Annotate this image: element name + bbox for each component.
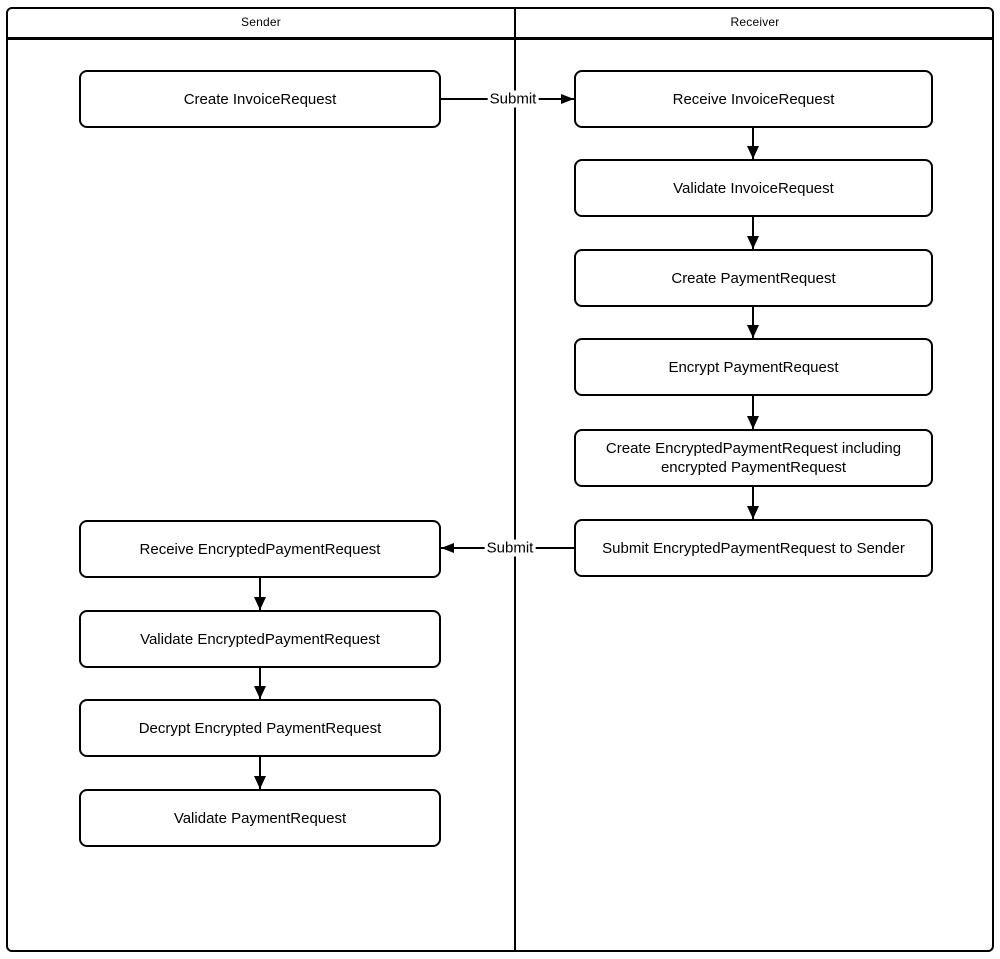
node-label: Validate EncryptedPaymentRequest — [140, 630, 380, 648]
node-receive-invoicerequest: Receive InvoiceRequest — [574, 70, 933, 128]
lane-divider — [514, 7, 516, 952]
node-submit-encryptedpaymentrequest: Submit EncryptedPaymentRequest to Sender — [574, 519, 933, 577]
lane-header-receiver: Receiver — [730, 15, 780, 29]
node-validate-encryptedpaymentrequest: Validate EncryptedPaymentRequest — [79, 610, 441, 668]
node-label: Receive EncryptedPaymentRequest — [139, 540, 381, 558]
node-label: Validate InvoiceRequest — [673, 179, 834, 197]
node-validate-paymentrequest: Validate PaymentRequest — [79, 789, 441, 847]
flow-arrow-create-payment-to-encrypt — [747, 307, 759, 338]
node-label: Create InvoiceRequest — [183, 90, 337, 108]
node-label: Decrypt Encrypted PaymentRequest — [138, 719, 382, 737]
flow-arrow-validate-invoice-to-create-payment — [747, 217, 759, 249]
node-receive-encryptedpaymentrequest: Receive EncryptedPaymentRequest — [79, 520, 441, 578]
node-label: Encrypt PaymentRequest — [668, 358, 839, 376]
node-create-invoicerequest: Create InvoiceRequest — [79, 70, 441, 128]
node-label: Create PaymentRequest — [671, 269, 836, 287]
node-label: Create EncryptedPaymentRequest including… — [605, 440, 902, 476]
node-validate-invoicerequest: Validate InvoiceRequest — [574, 159, 933, 217]
edge-label-submit-2: Submit — [484, 539, 536, 557]
node-label: Validate PaymentRequest — [173, 809, 347, 827]
flow-arrow-receive-to-validate-invoice — [747, 128, 759, 159]
flow-arrow-encrypt-to-create-encrypted — [747, 396, 759, 429]
node-encrypt-paymentrequest: Encrypt PaymentRequest — [574, 338, 933, 396]
lane-header-row: Sender Receiver — [6, 7, 994, 40]
flow-arrow-validate-encrypted-to-decrypt — [254, 668, 266, 699]
lane-header-sender: Sender — [241, 15, 281, 29]
edge-label-submit-1: Submit — [487, 90, 539, 108]
node-create-paymentrequest: Create PaymentRequest — [574, 249, 933, 307]
node-create-encryptedpaymentrequest: Create EncryptedPaymentRequest including… — [574, 429, 933, 487]
node-label: Submit EncryptedPaymentRequest to Sender — [602, 539, 905, 557]
node-decrypt-encrypted-paymentrequest: Decrypt Encrypted PaymentRequest — [79, 699, 441, 757]
flow-arrow-create-encrypted-to-submit — [747, 487, 759, 519]
flow-arrow-decrypt-to-validate-payment — [254, 757, 266, 789]
node-label: Receive InvoiceRequest — [672, 90, 835, 108]
flow-arrow-receive-to-validate-encrypted — [254, 578, 266, 610]
